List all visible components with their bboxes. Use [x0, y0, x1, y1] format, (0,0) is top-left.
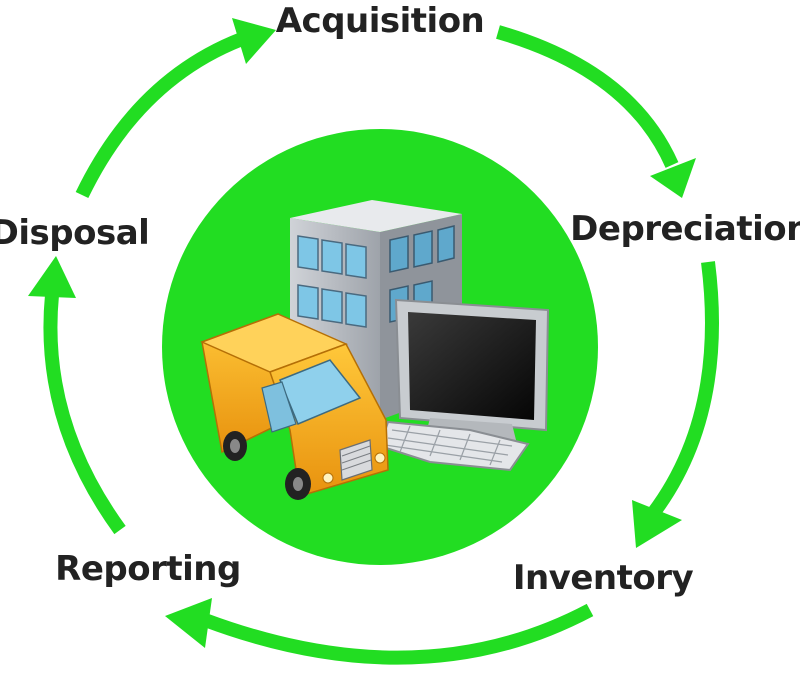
- arrow-acquisition-to-depreciation: [496, 25, 679, 168]
- cycle-arrows: [28, 18, 719, 665]
- arrow-inventory-to-reporting: [202, 603, 594, 665]
- stage-label-inventory: Inventory: [513, 558, 694, 598]
- stage-label-acquisition: Acquisition: [276, 1, 485, 41]
- stage-label-depreciation: Depreciation: [570, 209, 800, 249]
- arrowhead-disposal: [28, 256, 76, 298]
- arrow-reporting-to-disposal: [43, 294, 126, 535]
- arrow-disposal-to-acquisition: [75, 29, 253, 199]
- arrowhead-inventory: [632, 500, 682, 548]
- arrow-depreciation-to-inventory: [642, 261, 719, 525]
- delivery-truck-icon: [200, 312, 389, 500]
- stage-label-disposal: Disposal: [0, 213, 149, 253]
- arrowhead-acquisition: [232, 18, 276, 64]
- arrowhead-depreciation: [650, 158, 696, 198]
- arrowhead-reporting: [165, 598, 212, 648]
- computer-monitor-icon: [394, 298, 550, 440]
- stage-label-reporting: Reporting: [55, 549, 241, 589]
